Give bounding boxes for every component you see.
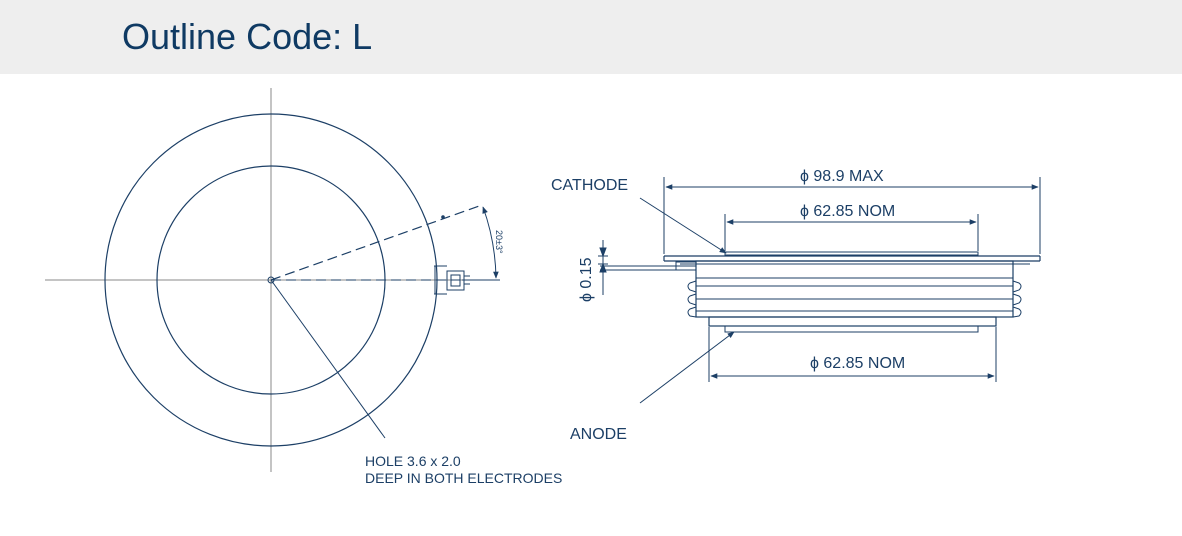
gate-terminal [434, 265, 470, 295]
hole-leader-line [270, 279, 386, 439]
side-view [600, 251, 1041, 333]
cathode-label: CATHODE [551, 177, 628, 194]
dim-max-label: ϕ 98.9 MAX [800, 168, 884, 185]
housing-body [695, 260, 1014, 318]
hole-note-line1: HOLE 3.6 x 2.0 [365, 453, 461, 469]
anode-pole-face [724, 325, 979, 333]
hole-note-line2: DEEP IN BOTH ELECTRODES [365, 470, 562, 486]
side-dimensions [598, 177, 1041, 404]
dim-thick-label: ϕ 0.15 [578, 257, 595, 302]
housing-rib-1 [687, 280, 1022, 293]
anode-base [708, 316, 997, 327]
dim-nom-bottom-label: ϕ 62.85 NOM [810, 355, 905, 372]
cathode-pole-face [724, 251, 979, 256]
cathode-leader [639, 197, 727, 254]
angle-dimension-arc [482, 206, 499, 279]
angle-label: 20±3° [494, 230, 504, 254]
housing-rib-2 [687, 293, 1022, 306]
anode-label: ANODE [570, 426, 627, 443]
page-title: Outline Code: L [122, 16, 373, 57]
header-bar: Outline Code: L [0, 0, 1182, 74]
top-view [45, 88, 500, 472]
gate-lead-angle-line [270, 204, 483, 281]
dim-nom-top-label: ϕ 62.85 NOM [800, 203, 895, 220]
housing-rib-3 [687, 306, 1022, 318]
anode-leader [639, 331, 735, 404]
gate-lead-marker [441, 215, 445, 219]
